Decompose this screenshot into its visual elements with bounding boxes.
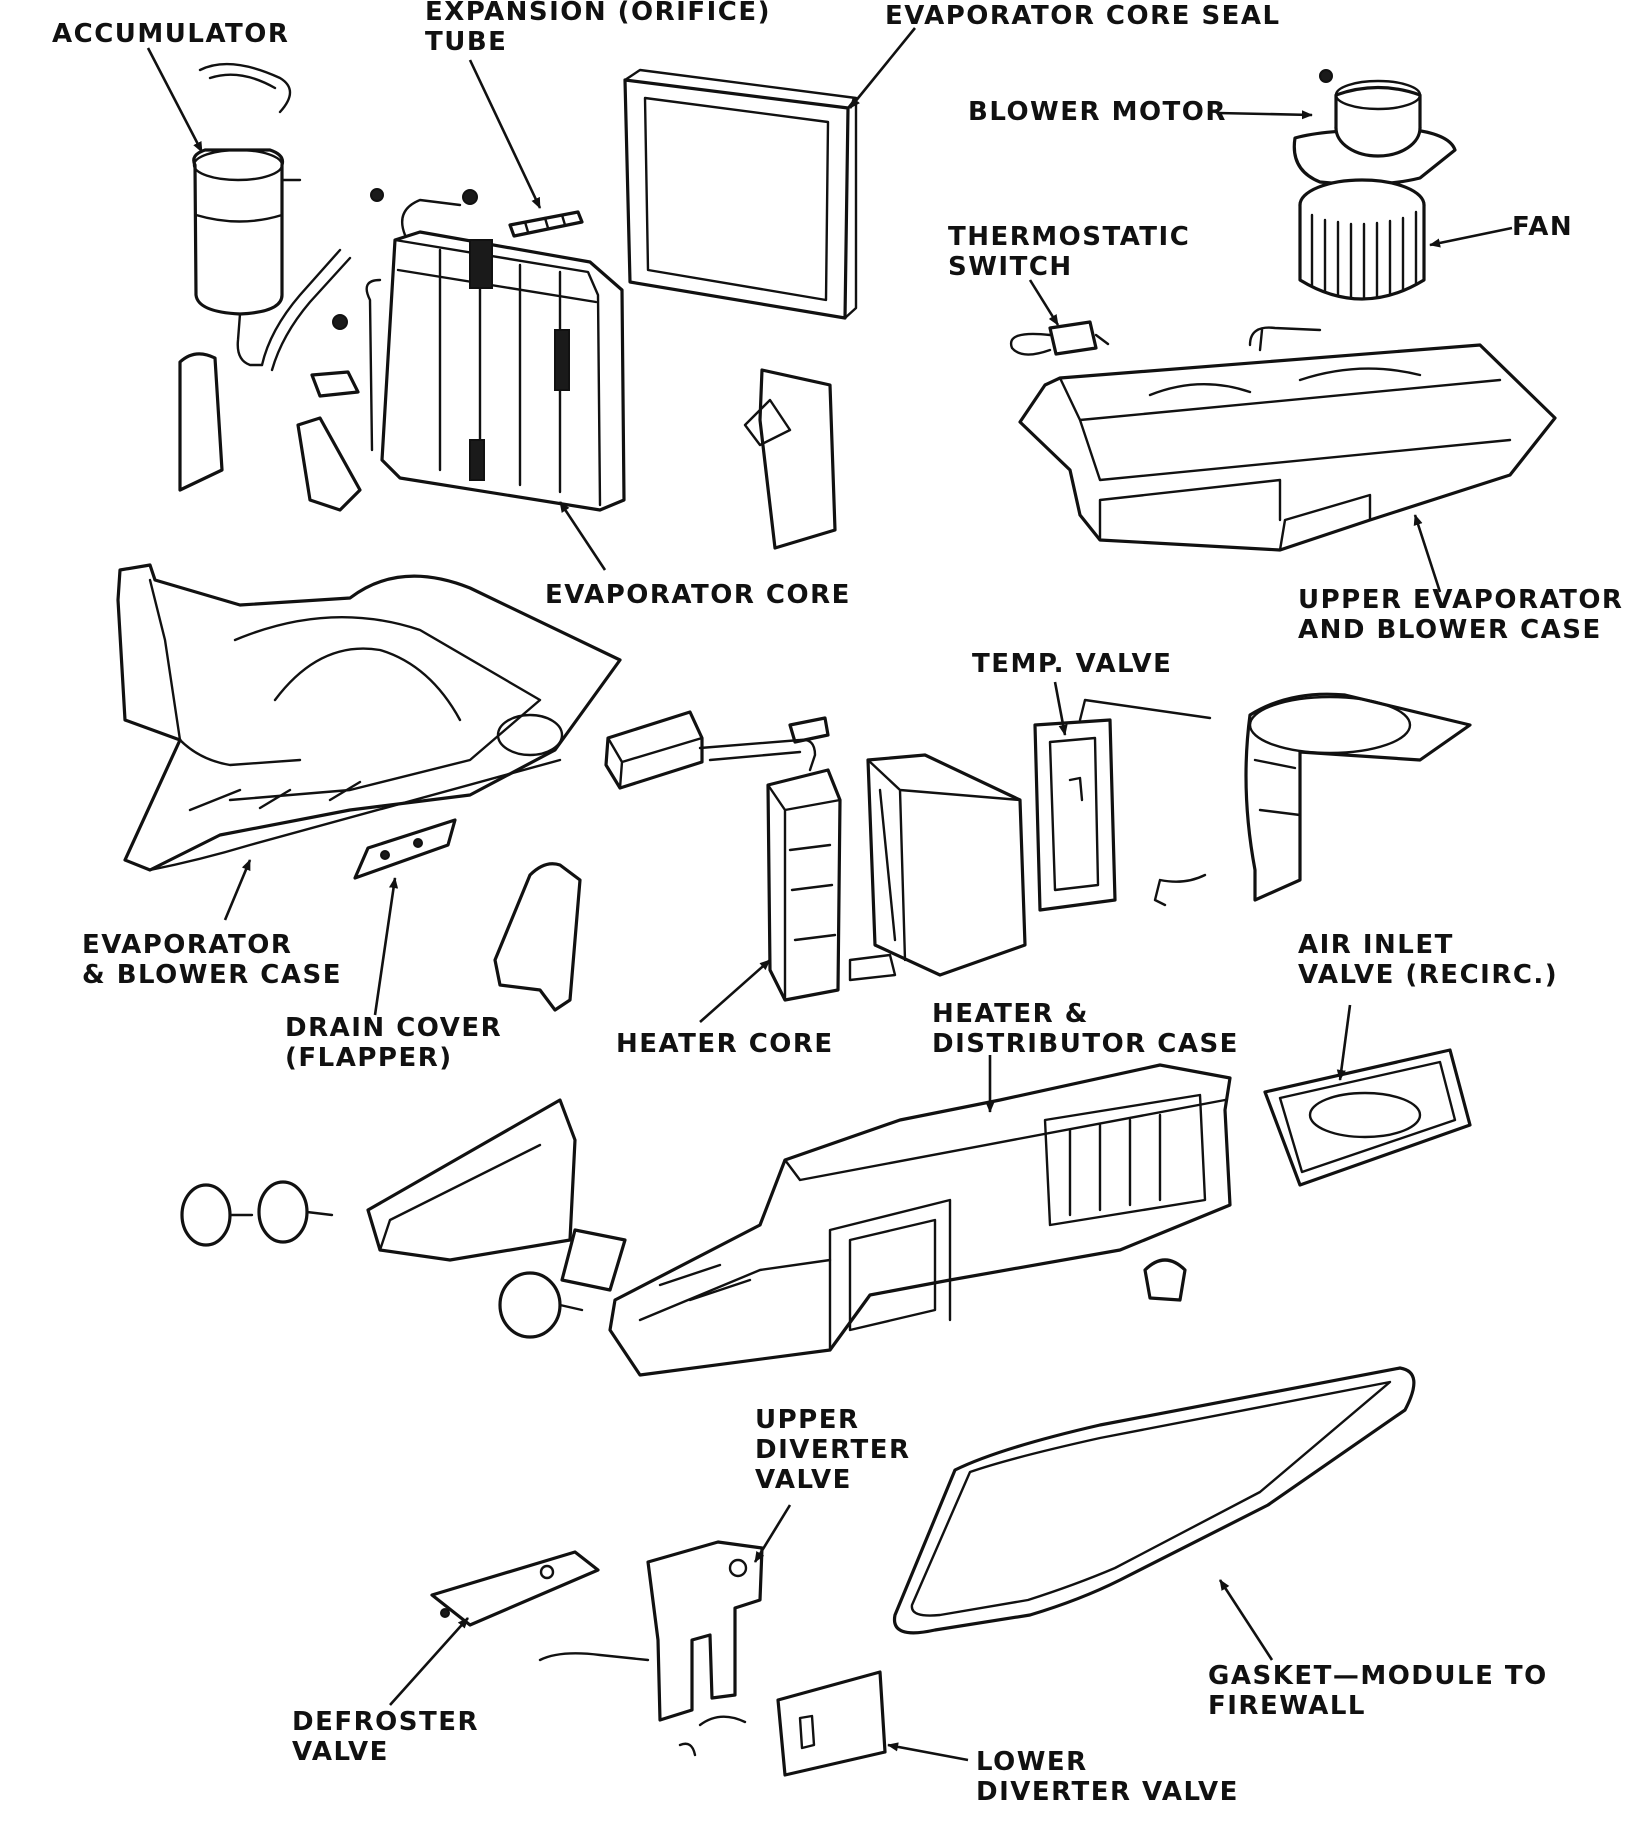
label-expansion-tube-2: TUBE [425,27,507,57]
defroster-valve-part [430,1550,600,1627]
label-thermostatic-switch-2: SWITCH [948,252,1073,282]
label-upper-diverter-valve-3: VALVE [755,1465,852,1495]
heater-distributor-case-part [608,1063,1232,1377]
label-heater-distributor-case-2: DISTRIBUTOR CASE [932,1029,1239,1059]
leader-lines [146,27,1513,1762]
callout-labels: ACCUMULATOR EXPANSION (ORIFICE) TUBE EVA… [52,0,1623,1807]
label-heater-core: HEATER CORE [616,1029,834,1059]
label-upper-diverter-valve: UPPER [755,1405,860,1435]
label-blower-motor: BLOWER MOTOR [968,97,1227,127]
label-drain-cover-2: (FLAPPER) [285,1043,453,1073]
upper-diverter-valve-part [538,1540,764,1722]
label-evaporator-blower-case-2: & BLOWER CASE [82,960,342,990]
upper-evaporator-blower-case-part [1018,326,1557,552]
label-evaporator-core: EVAPORATOR CORE [545,580,851,610]
label-air-inlet-valve: AIR INLET [1298,930,1454,960]
label-gasket-2: FIREWALL [1208,1691,1366,1721]
accumulator-part [192,62,352,372]
label-defroster-valve-2: VALVE [292,1737,389,1767]
thermostatic-switch-part [1009,320,1110,356]
heater-pipe-bracket-part [493,862,582,1012]
label-expansion-tube: EXPANSION (ORIFICE) [425,0,771,27]
blower-fan-part [1298,178,1426,301]
label-drain-cover: DRAIN COVER [285,1013,502,1043]
lower-diverter-valve-part [678,1670,887,1777]
label-thermostatic-switch: THERMOSTATIC [948,222,1190,252]
accumulator-bracket-part [178,188,478,512]
label-defroster-valve: DEFROSTER [292,1707,479,1737]
label-air-inlet-valve-2: VALVE (RECIRC.) [1298,960,1558,990]
air-inlet-housing-part [1244,692,1472,902]
label-evaporator-core-seal: EVAPORATOR CORE SEAL [885,1,1281,31]
evaporator-core-part [365,198,626,512]
vacuum-actuator-part [180,1180,1187,1339]
case-end-section-part [366,1098,627,1292]
label-gasket: GASKET—MODULE TO [1208,1661,1548,1691]
heater-core-seal-part [604,710,830,790]
label-upper-case: UPPER EVAPORATOR [1298,585,1623,615]
label-lower-diverter-valve: LOWER [976,1747,1088,1777]
evaporator-baffle-part [743,368,837,550]
evaporator-blower-case-part [116,563,622,872]
blower-motor-part [1292,69,1457,186]
heater-core-part [698,738,842,1002]
label-upper-diverter-valve-2: DIVERTER [755,1435,911,1465]
label-fan: FAN [1512,212,1573,242]
expansion-tube-part [508,210,584,238]
air-inlet-valve-part [1263,1048,1472,1187]
label-heater-distributor-case: HEATER & [932,999,1089,1029]
label-upper-case-2: AND BLOWER CASE [1298,615,1602,645]
gasket-module-firewall-part [892,1366,1416,1635]
label-accumulator: ACCUMULATOR [52,19,289,49]
temp-valve-part [1033,698,1212,912]
heater-core-cover-part [848,753,1027,982]
label-evaporator-blower-case: EVAPORATOR [82,930,292,960]
drain-cover-part [353,818,457,880]
label-lower-diverter-valve-2: DIVERTER VALVE [976,1777,1239,1807]
evaporator-core-seal-part [623,68,858,320]
label-temp-valve: TEMP. VALVE [972,649,1172,679]
